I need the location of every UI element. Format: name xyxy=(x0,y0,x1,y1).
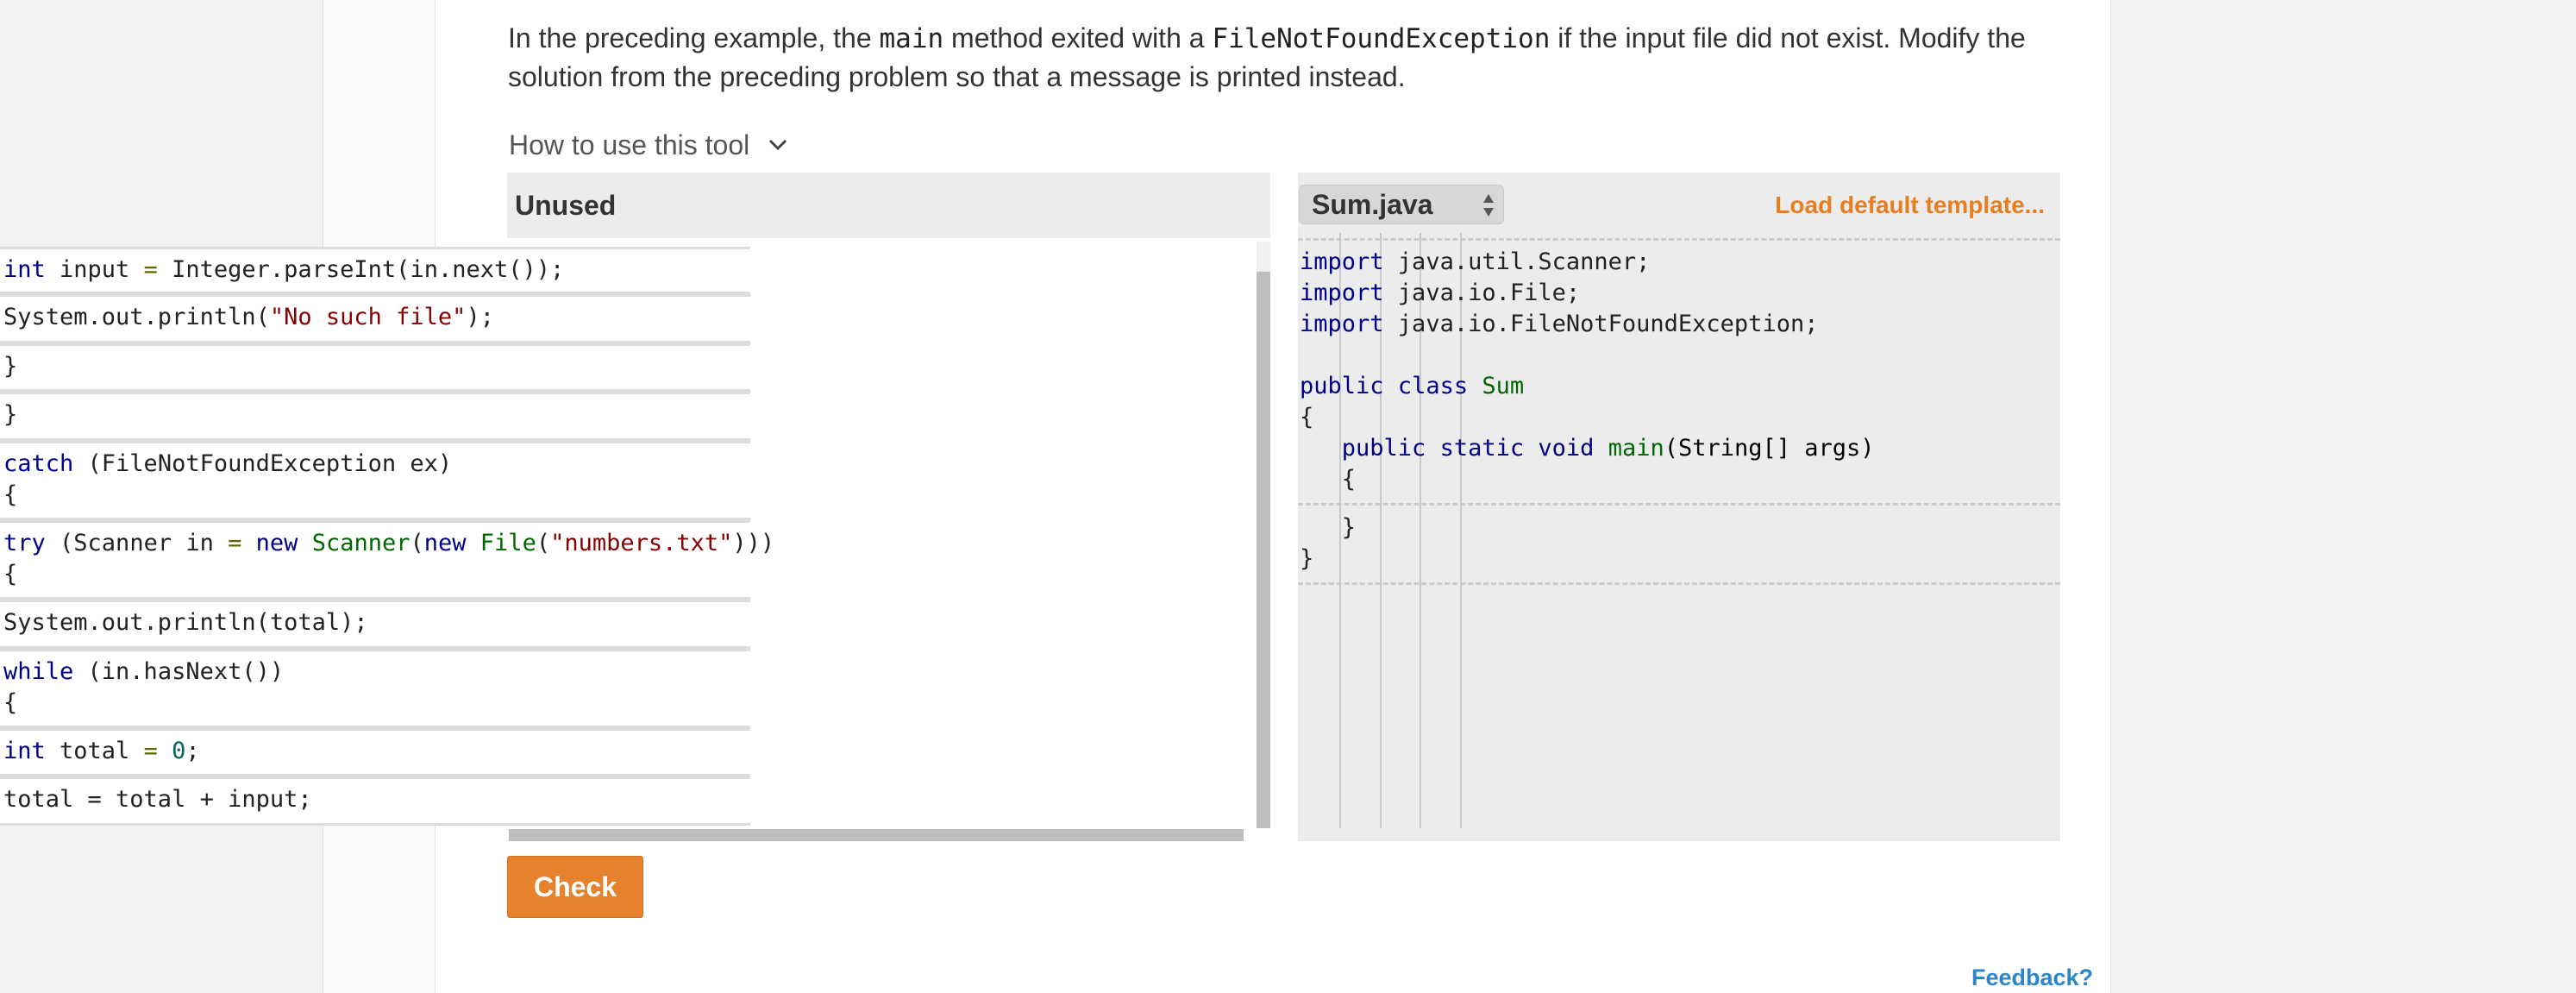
updown-arrows-icon xyxy=(1483,194,1494,217)
indent-guide xyxy=(1460,233,1462,828)
how-to-label: How to use this tool xyxy=(509,129,750,160)
code-line: { xyxy=(1300,404,1314,431)
check-button[interactable]: Check xyxy=(507,856,643,918)
chevron-down-icon xyxy=(769,139,787,151)
code-tile[interactable]: System.out.println(total); xyxy=(0,600,750,649)
drop-divider-middle xyxy=(1298,503,2060,506)
feedback-link[interactable]: Feedback? xyxy=(1971,965,2094,990)
indent-guide xyxy=(1380,233,1382,828)
code-tile[interactable]: } xyxy=(0,392,750,441)
code-tile[interactable]: System.out.println("No such file"); xyxy=(0,294,750,343)
problem-prompt: In the preceding example, the main metho… xyxy=(508,22,2026,92)
code-line: public static void main(String[] args) xyxy=(1341,435,1875,462)
code-tile[interactable]: int total = 0; xyxy=(0,728,750,776)
code-line: import java.util.Scanner; xyxy=(1300,248,1651,275)
how-to-use-toggle[interactable]: How to use this tool xyxy=(509,124,789,166)
code-line: { xyxy=(1300,466,1357,493)
unused-vertical-scrollbar[interactable] xyxy=(1257,272,1270,828)
code-line: } xyxy=(1300,514,1357,541)
file-select-value: Sum.java xyxy=(1312,188,1433,220)
code-main: main xyxy=(879,23,944,54)
indent-guide xyxy=(1339,233,1341,828)
drop-divider-top xyxy=(1298,238,2060,241)
unused-horizontal-scrollbar[interactable] xyxy=(509,829,1244,841)
load-default-template-link[interactable]: Load default template... xyxy=(1775,192,2045,218)
code-tile[interactable]: try (Scanner in = new Scanner(new File("… xyxy=(0,520,774,600)
indent-guide xyxy=(1420,233,1421,828)
code-tile[interactable]: } xyxy=(0,343,750,392)
code-tile[interactable]: catch (FileNotFoundException ex) { xyxy=(0,441,750,520)
code-tile[interactable]: int input = Integer.parseInt(in.next()); xyxy=(0,247,750,294)
code-tile[interactable]: while (in.hasNext()) { xyxy=(0,649,750,728)
file-select[interactable]: Sum.java xyxy=(1299,185,1504,224)
code-line: import java.io.File; xyxy=(1300,280,1581,306)
code-line: import java.io.FileNotFoundException; xyxy=(1300,311,1819,337)
file-panel xyxy=(1298,173,2060,841)
code-exception: FileNotFoundException xyxy=(1212,23,1551,54)
code-tile[interactable]: total = total + input; xyxy=(0,776,750,826)
code-line: public class Sum xyxy=(1300,373,1525,399)
unused-header: Unused xyxy=(507,173,1270,238)
code-line: } xyxy=(1300,545,1314,572)
drop-divider-bottom xyxy=(1298,582,2060,585)
